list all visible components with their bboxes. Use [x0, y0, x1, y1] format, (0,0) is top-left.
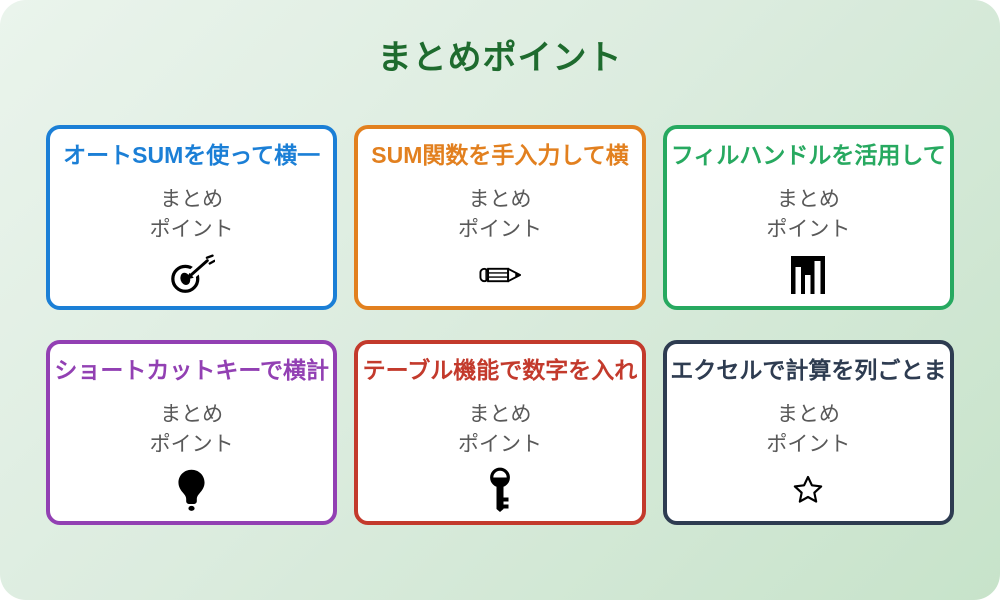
card-body-text: まとめ ポイント	[457, 402, 542, 457]
card-body-text: まとめ ポイント	[457, 187, 542, 242]
key-icon	[488, 466, 512, 514]
card-table-feature-title: テーブル機能で数字を入れ	[362, 357, 638, 383]
card-shortcut-key: ショートカットキーで横計 まとめ ポイント	[46, 340, 338, 525]
card-body-text: まとめ ポイント	[149, 402, 234, 457]
card-body-text: まとめ ポイント	[766, 187, 851, 242]
card-sum-manual-title: SUM関数を手入力して横	[371, 142, 629, 168]
card-excel-column-title: エクセルで計算を列ごとま	[670, 357, 947, 383]
lightbulb-icon	[177, 466, 206, 514]
card-sum-manual: SUM関数を手入力して横 まとめ ポイント	[354, 125, 646, 310]
card-shortcut-key-title: ショートカットキーで横計	[54, 357, 329, 383]
card-autosum: オートSUMを使って横一 まとめ ポイント	[46, 125, 338, 310]
card-autosum-title: オートSUMを使って横一	[63, 142, 321, 168]
card-fill-handle-title: フィルハンドルを活用して	[670, 142, 946, 168]
cards-grid: オートSUMを使って横一 まとめ ポイント SUM関数を手入力して横	[46, 125, 954, 525]
bar-chart-icon	[791, 251, 826, 299]
pencil-icon	[479, 251, 521, 299]
star-icon	[793, 466, 823, 514]
card-excel-column: エクセルで計算を列ごとま まとめ ポイント	[662, 340, 954, 525]
page-title: まとめポイント	[377, 39, 623, 77]
card-body-text: まとめ ポイント	[766, 402, 851, 457]
target-dart-icon	[169, 251, 215, 299]
card-table-feature: テーブル機能で数字を入れ まとめ ポイント	[354, 340, 646, 525]
card-fill-handle: フィルハンドルを活用して まとめ ポイント	[662, 125, 954, 310]
card-body-text: まとめ ポイント	[149, 187, 234, 242]
